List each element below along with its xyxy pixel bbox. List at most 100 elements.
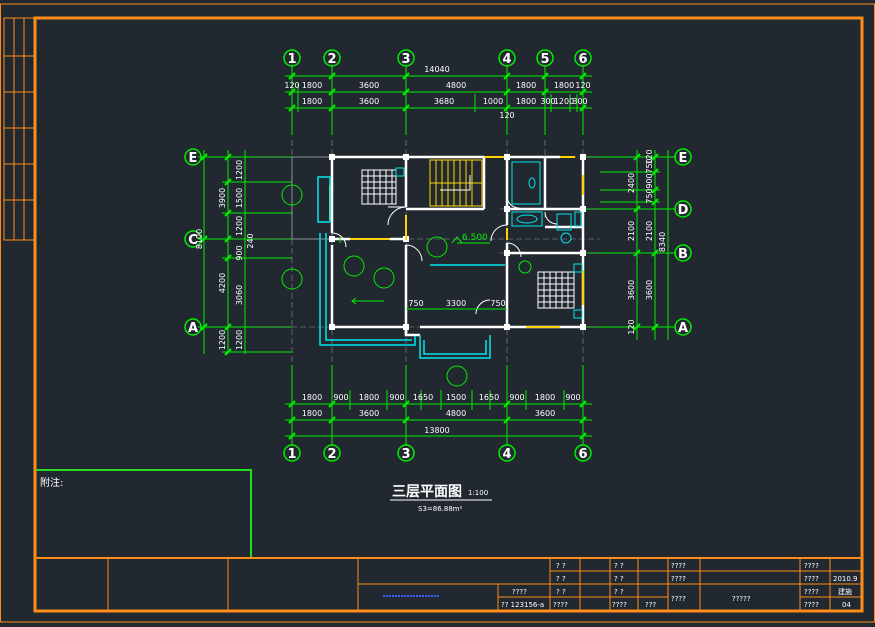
svg-text:14040: 14040 <box>424 65 449 74</box>
grid-bubbles-right <box>674 148 692 336</box>
svg-text:? ?: ? ? <box>556 562 566 570</box>
svg-text:6: 6 <box>578 52 587 67</box>
svg-text:????: ???? <box>671 575 686 583</box>
bathroom-fixtures <box>511 161 582 244</box>
dim-text-top: 14040 120 1800 3600 4800 1800 1800 120 1… <box>284 65 590 120</box>
svg-text:900: 900 <box>565 393 580 402</box>
svg-text:1000: 1000 <box>483 97 503 106</box>
dim-text-bottom: 1800 900 1800 900 1650 1500 1650 900 180… <box>302 393 581 435</box>
svg-text:????: ???? <box>804 588 819 596</box>
svg-text:?????: ????? <box>732 595 751 603</box>
stair <box>429 159 483 207</box>
svg-text:D: D <box>678 203 689 218</box>
svg-text:????: ???? <box>671 595 686 603</box>
svg-text:建施: 建施 <box>838 587 852 596</box>
svg-text:750: 750 <box>490 299 505 308</box>
notes-label: 附注: <box>40 476 63 489</box>
svg-text:750: 750 <box>408 299 423 308</box>
svg-text:????: ???? <box>804 575 819 583</box>
svg-text:1200: 1200 <box>235 330 244 350</box>
svg-text:300: 300 <box>540 97 555 106</box>
svg-text:????: ???? <box>612 601 627 609</box>
svg-text:4: 4 <box>502 447 511 462</box>
svg-text:4: 4 <box>502 52 511 67</box>
light-fixtures <box>281 184 532 387</box>
svg-text:1500: 1500 <box>235 188 244 208</box>
grid-bubbles-bottom <box>283 444 592 462</box>
svg-text:? ?: ? ? <box>556 575 566 583</box>
windows <box>329 156 584 328</box>
svg-text:4800: 4800 <box>446 409 466 418</box>
svg-text:2100: 2100 <box>645 221 654 241</box>
svg-text:3: 3 <box>401 52 410 67</box>
grid-labels: 1 2 3 4 5 6 1 2 3 4 6 E C A E D B A <box>188 52 689 462</box>
dim-text-right: 8340 2400 2100 3600 120 120 750 900 750 … <box>627 149 667 334</box>
svg-text:2: 2 <box>327 447 336 462</box>
svg-text:????: ???? <box>804 601 819 609</box>
level-text: 6.500 <box>462 233 488 243</box>
svg-text:4800: 4800 <box>446 81 466 90</box>
svg-text:900: 900 <box>333 393 348 402</box>
svg-text:2100: 2100 <box>627 221 636 241</box>
svg-text:1800: 1800 <box>302 393 322 402</box>
svg-text:A: A <box>678 321 688 336</box>
svg-text:8100: 8100 <box>195 229 204 249</box>
svg-text:3600: 3600 <box>627 280 636 300</box>
columns <box>329 154 586 330</box>
svg-text:1: 1 <box>287 447 296 462</box>
svg-text:A: A <box>188 321 198 336</box>
svg-text:750: 750 <box>645 188 654 203</box>
svg-text:1800: 1800 <box>302 97 322 106</box>
svg-text:4200: 4200 <box>218 273 227 293</box>
svg-text:900: 900 <box>645 173 654 188</box>
svg-text:13800: 13800 <box>424 426 449 435</box>
grid-bubbles-left <box>184 148 202 336</box>
svg-text:1650: 1650 <box>413 393 433 402</box>
stair-arrow <box>440 175 471 191</box>
svg-text:1800: 1800 <box>302 409 322 418</box>
svg-text:E: E <box>189 151 198 166</box>
svg-text:3600: 3600 <box>359 97 379 106</box>
nightstand-2 <box>573 263 583 273</box>
inner-dim-text: 750 3300 750 <box>408 299 505 308</box>
title-block-text: ? ? ? ? ? ? ? ? ? ? ? ? ???? ???? ???? ?… <box>501 562 858 609</box>
svg-text:2: 2 <box>327 52 336 67</box>
binding-strip <box>3 17 35 241</box>
svg-text:1800: 1800 <box>516 81 536 90</box>
svg-text:5: 5 <box>540 52 549 67</box>
svg-text:8340: 8340 <box>658 232 667 252</box>
svg-text:3900: 3900 <box>218 188 227 208</box>
svg-text:120: 120 <box>284 81 299 90</box>
drawing-scale: 1:100 <box>468 489 488 497</box>
svg-text:1800: 1800 <box>516 97 536 106</box>
svg-text:1500: 1500 <box>446 393 466 402</box>
svg-text:1200: 1200 <box>235 216 244 236</box>
svg-text:B: B <box>678 247 688 262</box>
balcony-railing <box>317 176 505 359</box>
svg-text:1200: 1200 <box>218 330 227 350</box>
svg-text:120: 120 <box>575 81 590 90</box>
dim-text-left: 8100 3900 4200 1200 1200 1500 1200 900 3… <box>195 160 255 350</box>
lower-roof-outline <box>291 156 333 240</box>
level-mark <box>451 236 490 244</box>
svg-text:900: 900 <box>389 393 404 402</box>
svg-text:????: ???? <box>512 588 527 596</box>
nightstand-1 <box>395 167 405 177</box>
svg-text:3600: 3600 <box>359 409 379 418</box>
drawing-border <box>33 16 864 613</box>
svg-text:???: ??? <box>645 601 656 609</box>
svg-text:1200: 1200 <box>235 160 244 180</box>
svg-text:240: 240 <box>246 233 255 248</box>
interior-arrows <box>339 237 384 305</box>
svg-text:04: 04 <box>842 601 851 609</box>
svg-text:????: ???? <box>553 601 568 609</box>
drawing-area: S3=86.88m² <box>418 505 463 513</box>
svg-text:120: 120 <box>645 149 654 164</box>
bed-1 <box>361 169 397 205</box>
dimension-lines <box>198 66 676 445</box>
svg-text:1800: 1800 <box>359 393 379 402</box>
notes-box <box>36 469 252 557</box>
grid-bubbles-top <box>283 49 592 67</box>
svg-text:? ?: ? ? <box>614 562 624 570</box>
